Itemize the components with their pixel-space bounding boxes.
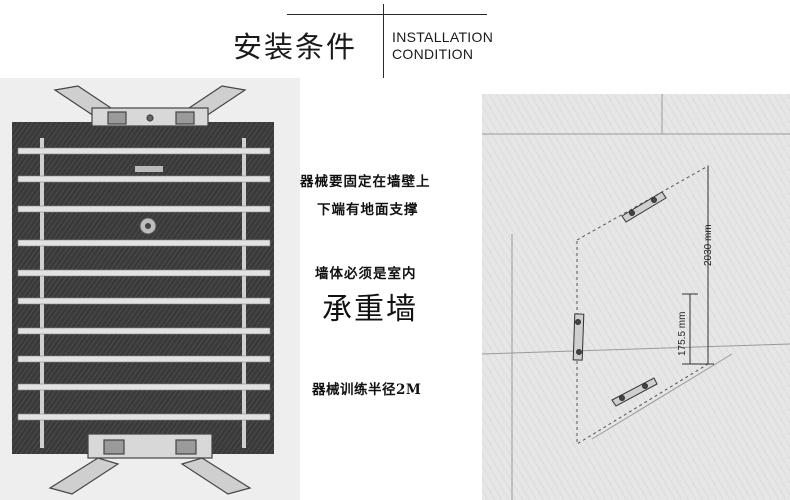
rack-sketch-drawing [12, 85, 274, 495]
note-wall-fixed: 器械要固定在墙壁上 [300, 174, 431, 190]
header-divider [383, 4, 384, 84]
title-chinese: 安装条件 [233, 30, 358, 64]
right-rail [242, 138, 246, 448]
rack-sketch [0, 78, 300, 500]
title-english-line2: CONDITION [392, 46, 474, 62]
rack-badge [135, 166, 163, 172]
height-dimension-label: 2030 mm [703, 224, 714, 266]
note-floor-support: 下端有地面支撑 [317, 202, 419, 218]
left-rail [40, 138, 44, 448]
title-english: INSTALLATION CONDITION [392, 29, 493, 63]
wall-diagram: 2030 mm 175.5 mm [482, 94, 790, 500]
mount-plates [572, 191, 667, 407]
header: 安装条件 INSTALLATION CONDITION [0, 0, 790, 90]
note-load-bearing-wall: 承重墙 [322, 292, 418, 327]
note-indoor-wall: 墙体必须是室内 [315, 266, 417, 282]
header-top-rule [287, 14, 487, 15]
install-notes: 器械要固定在墙壁上 下端有地面支撑 墙体必须是室内 承重墙 器械训练半径2M [300, 78, 482, 500]
note-training-radius: 器械训练半径2M [312, 382, 422, 398]
rack-bars [17, 147, 271, 421]
wall-diagram-drawing: 2030 mm 175.5 mm [482, 94, 790, 500]
dimension-lines [682, 166, 714, 365]
top-mount-bracket [53, 85, 247, 127]
title-english-line1: INSTALLATION [392, 29, 494, 45]
bottom-mount-bracket [48, 433, 252, 495]
offset-dimension-label: 175.5 mm [677, 312, 688, 356]
room-perspective-lines [482, 94, 790, 500]
